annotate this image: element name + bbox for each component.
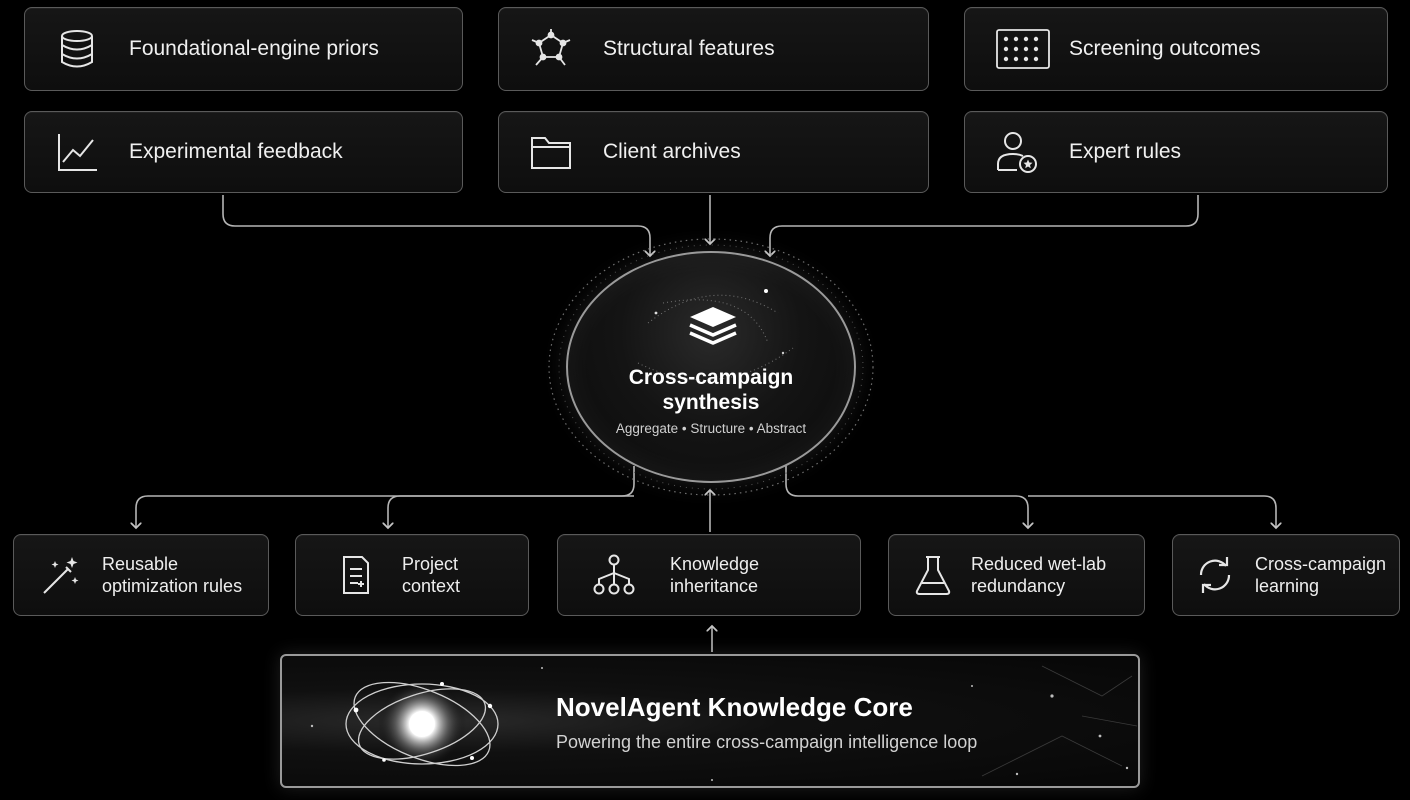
input-label: Expert rules <box>1069 140 1182 163</box>
output-label-line2: learning <box>1255 576 1320 596</box>
orbital-core-icon <box>332 662 522 786</box>
input-experimental-feedback: Experimental feedback <box>24 111 463 193</box>
layers-stack-icon <box>686 303 740 351</box>
output-label-line1: Project <box>402 554 459 574</box>
output-label-line2: optimization rules <box>102 576 243 596</box>
line-chart-icon <box>55 130 99 174</box>
output-label-line1: Reusable <box>102 554 179 574</box>
output-label: Project context <box>402 553 460 597</box>
output-label: Reduced wet-lab redundancy <box>971 553 1106 597</box>
output-label-line2: inheritance <box>670 576 759 596</box>
magic-wand-icon <box>38 553 82 597</box>
output-label: Cross-campaign learning <box>1255 553 1386 597</box>
folder-icon <box>529 130 573 174</box>
output-label-line1: Reduced wet-lab <box>971 554 1107 574</box>
input-client-archives: Client archives <box>498 111 929 193</box>
output-knowledge-inheritance: Knowledge inheritance <box>557 534 861 616</box>
connector-hub-to-learning <box>1028 495 1276 528</box>
molecule-network-icon <box>529 27 573 71</box>
knowledge-core-panel: NovelAgent Knowledge Core Powering the e… <box>280 654 1140 788</box>
input-label: Structural features <box>603 37 775 60</box>
hierarchy-tree-icon <box>592 553 636 597</box>
hub-swirl-decoration <box>637 289 794 381</box>
output-project-context: Project context <box>295 534 529 616</box>
core-subtitle: Powering the entire cross-campaign intel… <box>556 732 978 752</box>
output-label-line1: Cross-campaign <box>1255 554 1387 574</box>
hub-subtitle: Aggregate • Structure • Abstract <box>615 421 807 436</box>
flask-icon <box>911 553 955 597</box>
connector-hub-to-project <box>388 495 634 528</box>
input-label: Foundational-engine priors <box>129 37 379 60</box>
hub-title: Cross-campaign synthesis <box>568 365 854 415</box>
connector-hub-to-reusable <box>136 466 635 528</box>
input-label: Screening outcomes <box>1069 37 1261 60</box>
connector-experimental-to-hub <box>222 195 650 256</box>
connector-expert-to-hub <box>770 195 1199 256</box>
output-reduced-wet-lab-redundancy: Reduced wet-lab redundancy <box>888 534 1145 616</box>
output-label-line2: context <box>402 576 461 596</box>
input-label: Client archives <box>603 140 741 163</box>
database-icon <box>55 27 99 71</box>
user-badge-icon <box>995 130 1039 174</box>
refresh-cycle-icon <box>1193 553 1237 597</box>
document-icon <box>334 553 378 597</box>
input-expert-rules: Expert rules <box>964 111 1388 193</box>
output-label: Knowledge inheritance <box>670 553 759 597</box>
output-label-line1: Knowledge <box>670 554 760 574</box>
output-cross-campaign-learning: Cross-campaign learning <box>1172 534 1400 616</box>
output-reusable-optimization-rules: Reusable optimization rules <box>13 534 269 616</box>
connector-hub-to-reduced <box>785 466 1028 528</box>
starfield-decoration <box>310 665 1138 781</box>
input-foundational-engine-priors: Foundational-engine priors <box>24 7 463 91</box>
output-label-line2: redundancy <box>971 576 1066 596</box>
core-title: NovelAgent Knowledge Core <box>556 692 913 722</box>
well-plate-grid-icon <box>995 27 1050 71</box>
hub-title-line2: synthesis <box>662 391 760 414</box>
input-structural-features: Structural features <box>498 7 929 91</box>
output-label: Reusable optimization rules <box>102 553 242 597</box>
synthesis-hub: Cross-campaign synthesis Aggregate • Str… <box>566 251 856 483</box>
input-screening-outcomes: Screening outcomes <box>964 7 1388 91</box>
input-label: Experimental feedback <box>129 140 343 163</box>
hub-title-line1: Cross-campaign <box>628 366 794 389</box>
